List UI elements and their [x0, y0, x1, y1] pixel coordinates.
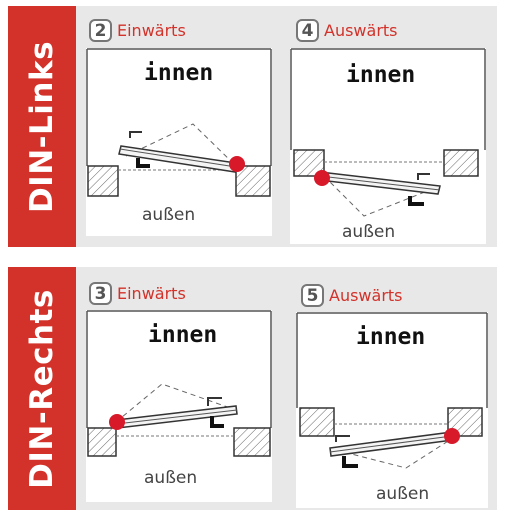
handle-bottom [210, 416, 224, 428]
hinge-dot [229, 156, 245, 172]
step-number-badge: 3 [89, 282, 112, 305]
swing-arc [323, 175, 441, 217]
direction-label: Auswärts [329, 286, 403, 305]
direction-label: Einwärts [117, 21, 186, 40]
door-diagram-svg [86, 310, 272, 457]
handle-bottom [342, 456, 358, 468]
handle-top [129, 131, 142, 138]
step-number-badge: 4 [296, 19, 319, 42]
door-diagram-links-auswaerts: innen außen [290, 48, 486, 244]
wall-right [233, 427, 271, 457]
step-number-badge: 5 [301, 284, 324, 307]
outer-label: außen [144, 468, 198, 488]
handle-bottom [136, 158, 150, 168]
door-diagram-links-einwaerts: innen außen [86, 48, 272, 236]
step-3-header: 3 Einwärts [89, 282, 186, 305]
inner-label: innen [356, 324, 426, 350]
step-5-header: 5 Auswärts [301, 284, 403, 307]
swing-arc [115, 383, 237, 423]
swing-arc [335, 435, 457, 469]
handle-bottom [408, 196, 424, 206]
direction-label: Einwärts [117, 284, 186, 303]
door-diagram-svg [296, 312, 488, 469]
handle-top [417, 173, 430, 180]
inner-label: innen [144, 60, 214, 86]
door-diagram-rechts-einwaerts: innen außen [86, 310, 272, 502]
direction-label: Auswärts [324, 21, 398, 40]
step-2-header: 2 Einwärts [89, 19, 186, 42]
handle-top [207, 397, 222, 406]
wall-right [235, 165, 271, 197]
hinge-dot [444, 428, 460, 444]
outer-label: außen [342, 222, 396, 242]
din-links-sidebar: DIN-Links [8, 6, 76, 247]
step-number-badge: 2 [89, 19, 112, 42]
din-rechts-sidebar: DIN-Rechts [8, 267, 76, 510]
door-diagram-svg [86, 48, 272, 197]
wall-left [87, 427, 117, 457]
handle-top [335, 435, 350, 442]
door-leaf [118, 145, 237, 173]
hinge-dot [109, 414, 125, 430]
hinge-dot [314, 170, 330, 186]
wall-right [443, 149, 479, 177]
door-diagram-rechts-auswaerts: innen außen [296, 312, 488, 508]
step-4-header: 4 Auswärts [296, 19, 398, 42]
din-links-label: DIN-Links [24, 40, 60, 213]
wall-left [299, 407, 335, 437]
door-diagram-svg [290, 48, 486, 217]
inner-label: innen [148, 322, 218, 348]
wall-left [87, 165, 119, 197]
outer-label: außen [142, 205, 196, 225]
din-rechts-label: DIN-Rechts [24, 288, 60, 489]
swing-arc [125, 123, 237, 167]
inner-label: innen [346, 62, 416, 88]
outer-label: außen [376, 484, 430, 504]
